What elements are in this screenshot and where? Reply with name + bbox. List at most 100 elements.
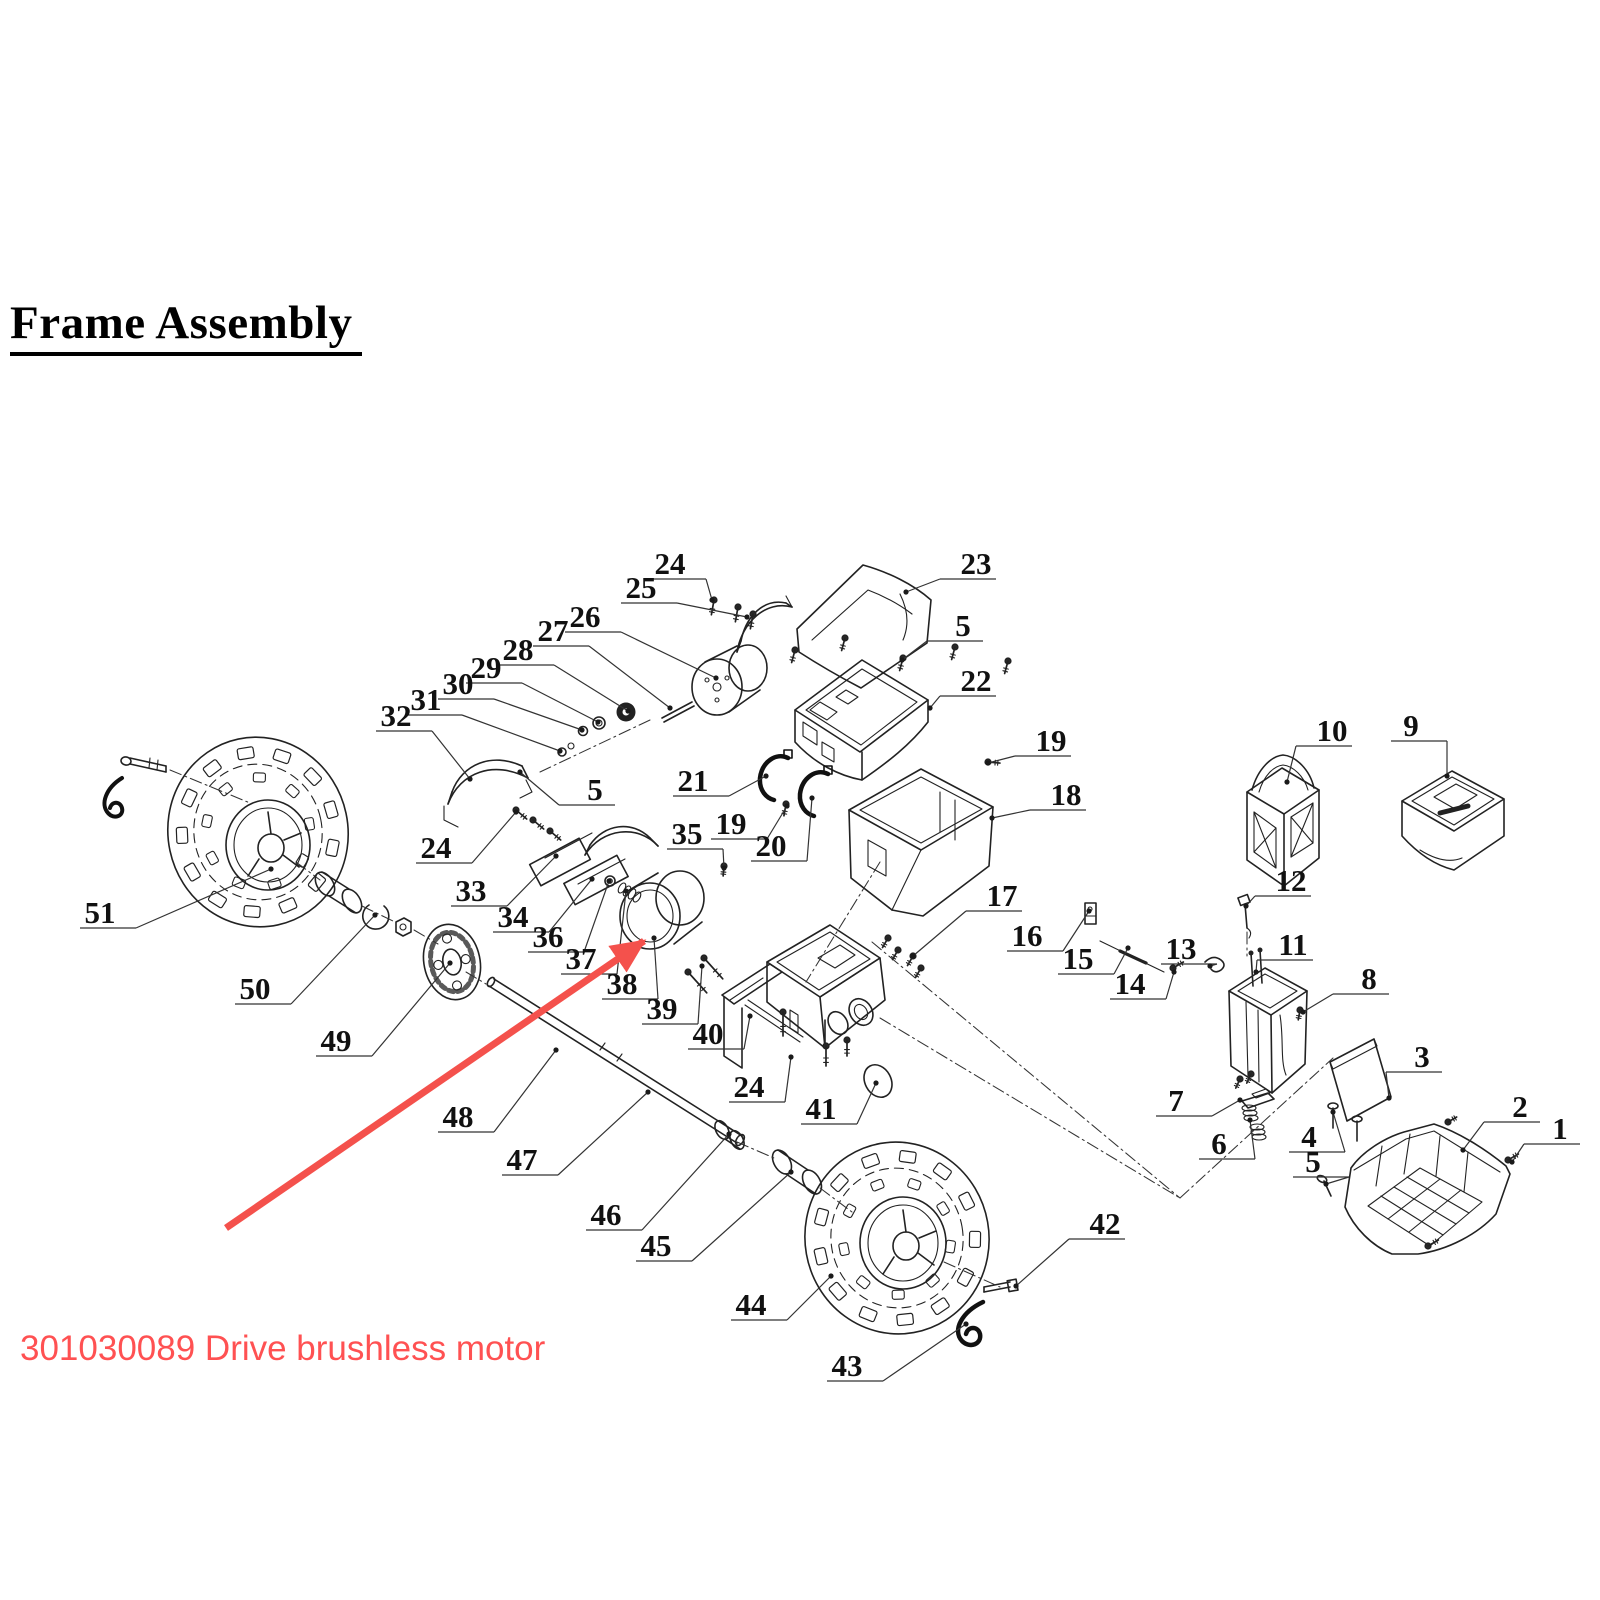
tread-knob <box>932 1162 952 1181</box>
tread-knob <box>252 772 266 783</box>
tread-knob <box>218 782 233 797</box>
tread-knob <box>856 1275 871 1290</box>
callout-39: 39 <box>642 963 705 1026</box>
callout-9: 9 <box>1391 708 1450 779</box>
svg-text:7: 7 <box>1168 1083 1184 1118</box>
callout-11: 11 <box>1253 927 1313 975</box>
callout-8: 8 <box>1300 961 1389 1015</box>
svg-text:33: 33 <box>456 873 487 908</box>
part-annotation: 301030089 Drive brushless motor <box>20 1329 546 1368</box>
svg-text:24: 24 <box>655 546 686 581</box>
svg-text:1: 1 <box>1552 1111 1568 1146</box>
screw-icon <box>843 1036 851 1057</box>
callout-4: 4 <box>1289 1109 1346 1154</box>
motor-mount <box>528 825 659 906</box>
svg-text:46: 46 <box>591 1197 622 1232</box>
callout-42: 42 <box>1013 1206 1125 1289</box>
battery-box <box>1228 967 1308 1094</box>
svg-text:50: 50 <box>240 971 271 1006</box>
callout-24: 24 <box>416 809 519 865</box>
callout-49: 49 <box>316 960 453 1058</box>
screw-icon <box>839 634 849 652</box>
callout-23: 23 <box>903 546 996 595</box>
lower-housing <box>848 768 994 917</box>
fasteners-layer <box>512 596 1520 1250</box>
svg-text:49: 49 <box>321 1023 352 1058</box>
svg-text:15: 15 <box>1063 941 1094 976</box>
tread-knob <box>813 1247 829 1266</box>
callout-5: 5 <box>1293 1144 1350 1187</box>
callout-36: 36 <box>528 878 612 954</box>
callout-10: 10 <box>1284 713 1352 785</box>
drive-brushless-motor <box>619 870 705 950</box>
svg-text:29: 29 <box>471 650 502 685</box>
screw-icon <box>546 827 562 841</box>
svg-text:5: 5 <box>587 772 603 807</box>
tread-knob <box>958 1191 976 1211</box>
tread-knob <box>842 1203 857 1219</box>
tread-knob <box>267 877 282 890</box>
screw-icon <box>700 954 724 980</box>
svg-text:41: 41 <box>806 1091 837 1126</box>
svg-text:42: 42 <box>1090 1206 1121 1241</box>
svg-text:24: 24 <box>734 1069 765 1104</box>
svg-text:39: 39 <box>647 991 678 1026</box>
screw-icon <box>1424 1238 1440 1250</box>
callout-41: 41 <box>801 1080 879 1126</box>
svg-text:6: 6 <box>1211 1126 1227 1161</box>
clamp-band-upper <box>736 595 793 653</box>
svg-text:28: 28 <box>503 632 534 667</box>
screw-icon <box>913 964 925 979</box>
upper-motor <box>691 644 768 716</box>
svg-text:24: 24 <box>421 830 452 865</box>
screw-icon <box>880 934 892 949</box>
callout-7: 7 <box>1156 1083 1243 1118</box>
wheel-bolt <box>983 1278 1019 1293</box>
tread-knob <box>231 876 247 890</box>
callout-21: 21 <box>673 763 769 798</box>
svg-text:43: 43 <box>832 1348 863 1383</box>
upper-housing <box>794 659 929 781</box>
tread-knob <box>205 850 219 866</box>
callout-26: 26 <box>565 599 719 681</box>
screw-icon <box>949 643 959 661</box>
svg-text:19: 19 <box>1036 723 1067 758</box>
callout-19: 19 <box>985 723 1071 766</box>
callout-22: 22 <box>927 663 996 711</box>
tread-knob <box>898 1149 917 1164</box>
svg-text:35: 35 <box>672 816 703 851</box>
callout-48: 48 <box>438 1047 559 1134</box>
cotter-pin-icon <box>955 1299 986 1348</box>
callout-16: 16 <box>1007 908 1092 953</box>
callout-12: 12 <box>1243 863 1311 909</box>
callout-19: 19 <box>711 803 790 841</box>
screw-icon <box>529 816 545 830</box>
charger <box>1401 770 1505 871</box>
callout-43: 43 <box>827 1321 969 1383</box>
svg-text:13: 13 <box>1166 931 1197 966</box>
svg-text:27: 27 <box>538 613 569 648</box>
svg-text:11: 11 <box>1278 927 1307 962</box>
svg-text:5: 5 <box>1305 1144 1321 1179</box>
tread-knob <box>183 862 201 882</box>
tread-knob <box>828 1281 847 1301</box>
tread-knob <box>285 784 300 799</box>
sprocket <box>422 923 482 1001</box>
svg-text:4: 4 <box>1301 1119 1317 1154</box>
tread-knob <box>307 872 327 892</box>
callout-44: 44 <box>731 1273 834 1322</box>
tread-knob <box>303 767 323 786</box>
tread-knob <box>830 1173 849 1193</box>
svg-text:5: 5 <box>955 608 971 643</box>
callout-6: 6 <box>1199 1117 1256 1161</box>
tread-knob <box>180 788 198 808</box>
tread-knob <box>838 1242 850 1257</box>
callout-51: 51 <box>80 866 274 930</box>
callout-40: 40 <box>688 1013 753 1051</box>
tread-knob <box>303 817 316 831</box>
svg-text:21: 21 <box>678 763 709 798</box>
tread-knob <box>944 1239 957 1254</box>
callout-27: 27 <box>533 613 673 711</box>
svg-text:48: 48 <box>443 1099 474 1134</box>
callout-45: 45 <box>636 1169 794 1263</box>
